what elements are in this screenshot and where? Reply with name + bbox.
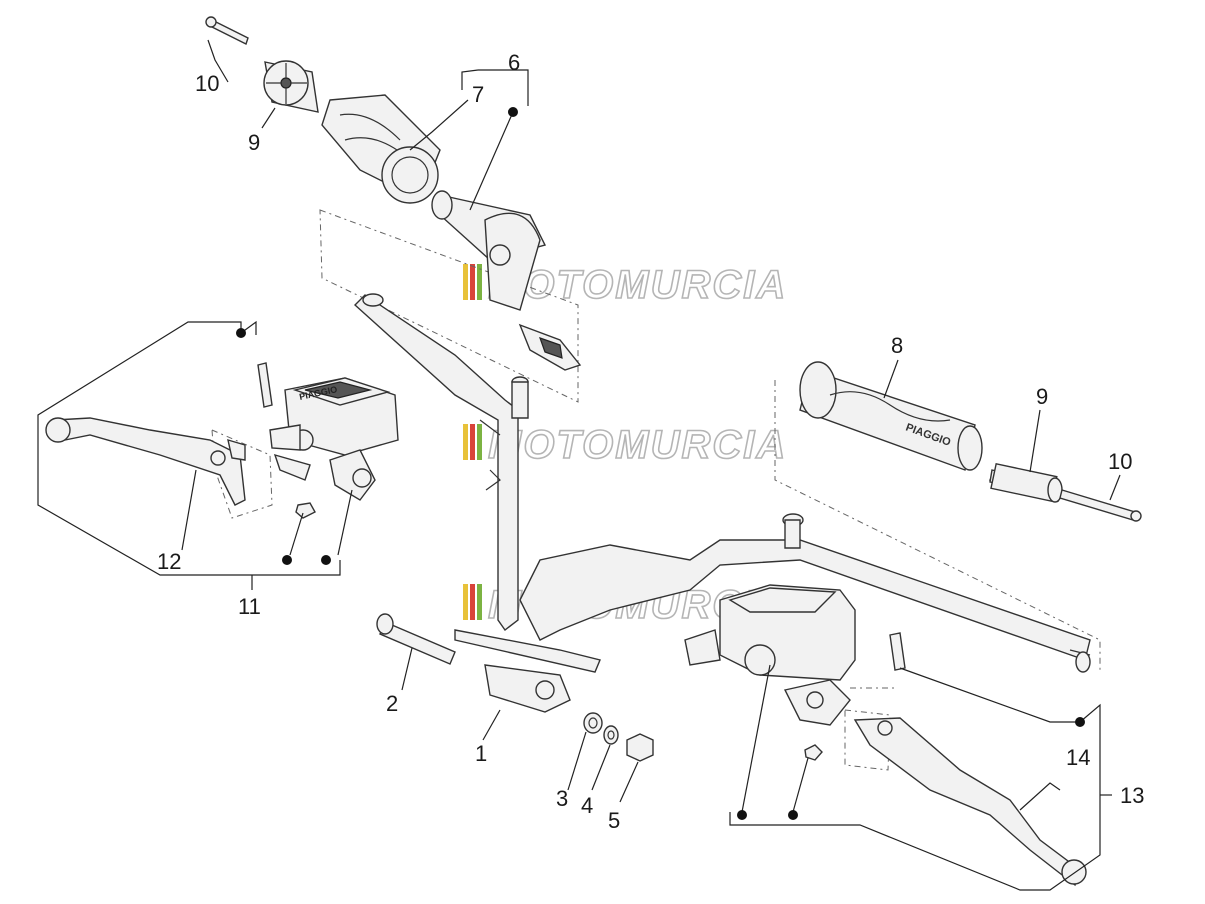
callout-13: 13 <box>1120 783 1144 808</box>
callout-8: 8 <box>891 333 903 358</box>
callout-4: 4 <box>581 793 593 818</box>
nut-part-5 <box>626 733 654 762</box>
throttle-assembly-outline <box>319 209 579 403</box>
callout-10-left: 10 <box>195 71 219 96</box>
callout-1: 1 <box>475 741 487 766</box>
washer-part-4 <box>603 725 619 745</box>
throttle-grip-group <box>205 16 582 371</box>
right-lever-pivot-outline <box>844 687 896 771</box>
watermark-text: MOTOMURCIA <box>488 423 787 467</box>
right-grip-group: PIAGGIO <box>799 361 1142 522</box>
callout-12: 12 <box>157 549 181 574</box>
callout-9-left: 9 <box>248 130 260 155</box>
callout-3: 3 <box>556 786 568 811</box>
left-master-cylinder-group: PIAGGIO <box>45 362 399 519</box>
washer-part-3 <box>583 712 603 734</box>
callout-9-right: 9 <box>1036 384 1048 409</box>
watermark-1: MOTOMURCIA <box>463 262 787 308</box>
callout-7: 7 <box>472 82 484 107</box>
callout-14: 14 <box>1066 745 1090 770</box>
grip-axis-outline <box>774 380 1101 670</box>
washer-hole <box>588 717 598 729</box>
callout-10-right: 10 <box>1108 449 1132 474</box>
watermark-text: MOTOMURCIA <box>488 263 787 307</box>
watermark-2: MOTOMURCIA <box>463 422 787 468</box>
callout-11: 11 <box>238 594 261 619</box>
callout-6: 6 <box>508 50 520 75</box>
handlebar-frame <box>353 293 1091 713</box>
right-master-cylinder-group <box>684 584 1087 887</box>
bolt-part-2 <box>376 613 456 665</box>
reference-dots <box>236 107 1085 820</box>
callout-5: 5 <box>608 808 620 833</box>
callout-2: 2 <box>386 691 398 716</box>
leader-lines <box>37 39 1121 891</box>
washer-hole <box>607 730 615 740</box>
